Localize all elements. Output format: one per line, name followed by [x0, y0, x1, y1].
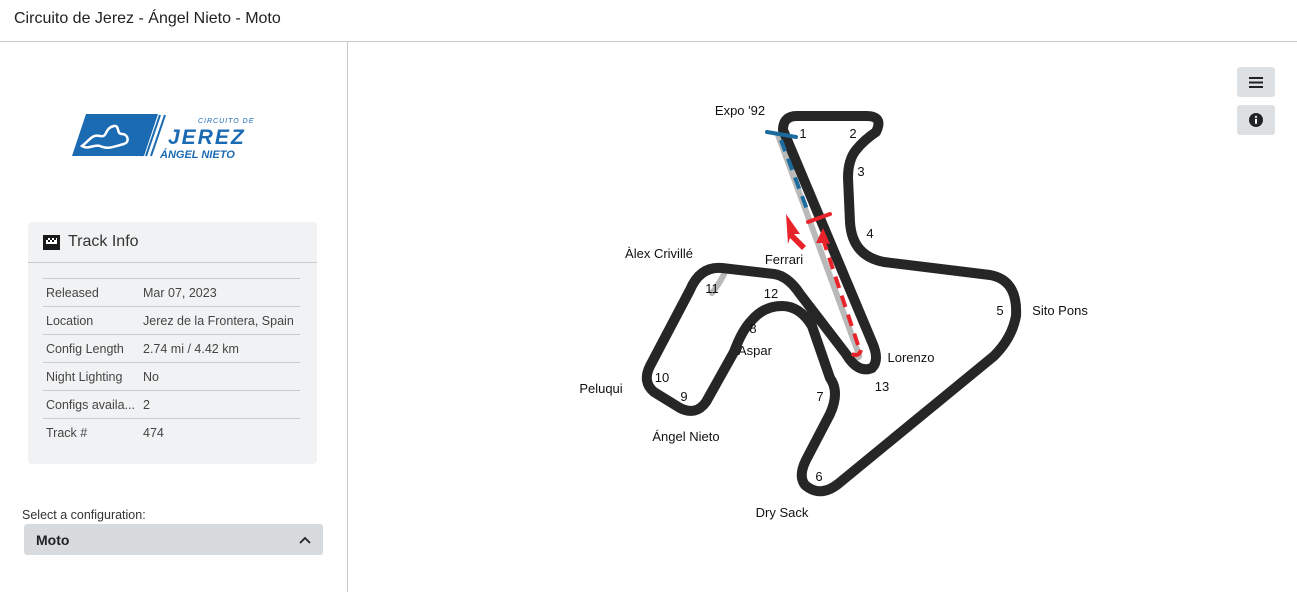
info-row-night-lighting: Night Lighting No	[43, 363, 300, 391]
chevron-up-icon	[299, 536, 311, 544]
info-value: No	[143, 369, 159, 384]
pit-exit	[779, 139, 810, 213]
info-value: 2	[143, 397, 150, 412]
turn-number: 4	[866, 226, 873, 241]
corner-name: Dry Sack	[756, 505, 809, 520]
track-outline	[641, 111, 1022, 497]
checkered-flag-icon	[43, 234, 60, 250]
turn-number: 12	[764, 286, 778, 301]
corner-name: Lorenzo	[888, 350, 935, 365]
corner-name: Ferrari	[765, 252, 803, 267]
info-label: Config Length	[46, 341, 124, 356]
info-value: 474	[143, 426, 164, 440]
info-value: Jerez de la Frontera, Spain	[143, 313, 294, 328]
track-map[interactable]: 1 2 3 4 5 6 7 8 9 10 11 12 13 Expo '92 À…	[349, 42, 1297, 592]
title-bar: Circuito de Jerez - Ángel Nieto - Moto	[0, 0, 1297, 42]
turn-number: 6	[815, 469, 822, 484]
logo-line1: CIRCUITO DE	[198, 118, 254, 125]
info-row-config-length: Config Length 2.74 mi / 4.42 km	[43, 335, 300, 363]
corner-name: Expo '92	[715, 103, 765, 118]
track-info-title: Track Info	[68, 233, 139, 250]
track-map-panel: 1 2 3 4 5 6 7 8 9 10 11 12 13 Expo '92 À…	[349, 42, 1297, 592]
page-title: Circuito de Jerez - Ángel Nieto - Moto	[14, 10, 281, 27]
logo-line3: ÁNGEL NIETO	[159, 148, 235, 161]
info-value: 2.74 mi / 4.42 km	[143, 341, 239, 356]
corner-name: Peluqui	[579, 381, 622, 396]
info-row-location: Location Jerez de la Frontera, Spain	[43, 307, 300, 335]
turn-number: 13	[875, 379, 889, 394]
config-select-label: Select a configuration:	[22, 508, 146, 522]
turn-numbers: 1 2 3 4 5 6 7 8 9 10 11 12 13	[655, 126, 1004, 484]
turn-number: 8	[749, 321, 756, 336]
info-label: Track #	[46, 426, 88, 440]
turn-number: 2	[849, 126, 856, 141]
corner-name: Aspar	[738, 343, 773, 358]
info-label: Night Lighting	[46, 369, 123, 384]
turn-number: 3	[857, 164, 864, 179]
sidebar: CIRCUITO DE JEREZ ÁNGEL NIETO Track Info…	[0, 42, 348, 592]
turn-number: 1	[799, 126, 806, 141]
corner-name: Sito Pons	[1032, 303, 1088, 318]
circuit-logo: CIRCUITO DE JEREZ ÁNGEL NIETO	[72, 114, 254, 161]
info-row-track-number: Track # 474	[43, 419, 300, 447]
corner-names: Expo '92 Àlex Crivillé Ferrari Sito Pons…	[579, 103, 1088, 520]
info-button[interactable]	[1237, 105, 1275, 135]
menu-button[interactable]	[1237, 67, 1275, 97]
pit-entry	[820, 235, 863, 357]
direction-arrow-icon	[786, 214, 830, 250]
config-select-value: Moto	[36, 531, 70, 548]
info-icon	[1249, 113, 1263, 127]
info-label: Location	[46, 313, 94, 328]
logo-line2: JEREZ	[168, 126, 246, 149]
info-label: Configs availa...	[46, 397, 135, 412]
pit-entry-line	[806, 212, 832, 224]
turn-number: 7	[816, 389, 823, 404]
info-row-released: Released Mar 07, 2023	[43, 279, 300, 307]
corner-name: Ángel Nieto	[652, 429, 719, 444]
track-info-table: Released Mar 07, 2023 Location Jerez de la…	[43, 278, 300, 447]
info-label: Released	[46, 285, 99, 300]
config-select[interactable]: Moto	[24, 524, 323, 555]
turn-number: 5	[996, 303, 1003, 318]
info-row-configs-available: Configs availa... 2	[43, 391, 300, 419]
info-value: Mar 07, 2023	[143, 285, 217, 300]
turn-number: 9	[680, 389, 687, 404]
pit-exit-line	[765, 130, 798, 139]
corner-name: Àlex Crivillé	[625, 246, 693, 261]
hamburger-menu-icon	[1249, 76, 1263, 88]
turn-number: 10	[655, 370, 669, 385]
track-info-header: Track Info	[28, 222, 317, 263]
turn-number: 11	[705, 281, 719, 296]
track-info-card: Track Info Released Mar 07, 2023 Location…	[28, 222, 317, 464]
